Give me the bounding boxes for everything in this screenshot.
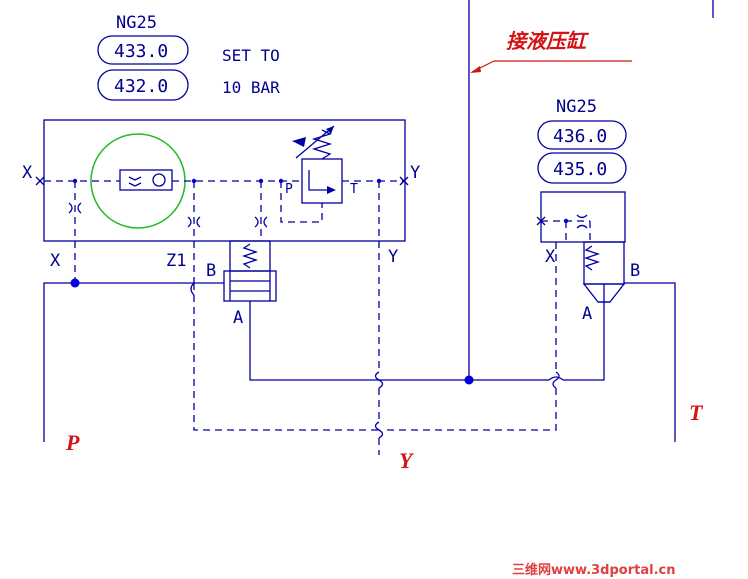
port-a-right: A [582, 304, 592, 324]
p-supply-line [43, 282, 224, 442]
right-code-lower-frame [537, 152, 627, 184]
right-valve-size: NG25 [556, 97, 597, 117]
left-code-lower: 432.0 [114, 76, 168, 97]
x-port-arrow-left [35, 176, 45, 186]
orifice-icon-z1 [187, 216, 201, 228]
setting-text-2: 10 BAR [222, 78, 280, 97]
right-x-arrow [536, 216, 546, 226]
y-bridge-2 [374, 421, 384, 439]
left-code-upper-frame [97, 35, 189, 65]
cartridge-spring-chamber [229, 240, 271, 272]
right-code-upper-frame [537, 120, 627, 150]
left-valve-size: NG25 [116, 13, 157, 33]
right-valve-body [540, 191, 626, 243]
relief-drain-loop [280, 181, 323, 223]
orifice-icon-left [68, 202, 82, 214]
orifice-icon-right [576, 214, 588, 229]
right-x-return-lower [386, 388, 557, 431]
port-b-left: B [206, 261, 216, 281]
relief-port-p: P [285, 182, 293, 197]
port-y-lower: Y [388, 247, 398, 267]
check-valve-body [119, 169, 173, 191]
y-bridge-1 [374, 371, 384, 389]
relief-arrow-icon [327, 186, 336, 194]
right-code-upper: 436.0 [553, 126, 607, 147]
line-label-t: T [689, 400, 704, 425]
annotation-arrow-icon [470, 66, 481, 73]
left-code-upper: 433.0 [114, 41, 168, 62]
check-icon [128, 173, 166, 187]
port-x-left: X [22, 163, 33, 183]
p-node [70, 278, 80, 288]
port-z1: Z1 [166, 251, 186, 271]
relief-valve-body [301, 158, 343, 204]
port-y-right: Y [410, 163, 420, 183]
port-x-right: X [545, 247, 556, 267]
line-label-p: P [65, 430, 80, 455]
y-port-arrow-right [399, 176, 409, 186]
z1-bridge [190, 282, 195, 296]
relief-spring-icon [292, 125, 335, 160]
t-return-line [624, 282, 676, 442]
port-x-lower: X [50, 251, 61, 271]
cartridge-spring-icon [241, 243, 259, 269]
left-code-lower-frame [97, 69, 189, 101]
port-b-right: B [630, 261, 640, 281]
cartridge-seat [223, 270, 277, 302]
z1-return-line [193, 283, 379, 431]
relief-port-t: T [350, 182, 358, 197]
right-a-bridge [548, 376, 564, 381]
relief-flow-path [308, 170, 327, 191]
right-spring-icon [583, 245, 601, 271]
cylinder-annotation: 接液压缸 [506, 30, 590, 53]
right-code-lower: 435.0 [553, 159, 607, 180]
right-a-line [563, 302, 605, 381]
orifice-icon-spring [254, 216, 268, 228]
watermark: 三维网www.3dportal.cn [512, 562, 675, 578]
right-cartridge-chamber [583, 241, 625, 285]
right-x-bridge [552, 371, 560, 389]
line-label-y: Y [399, 448, 415, 473]
port-a-left: A [233, 308, 243, 328]
setting-text-1: SET TO [222, 46, 280, 65]
main-pressure-line [249, 301, 469, 381]
